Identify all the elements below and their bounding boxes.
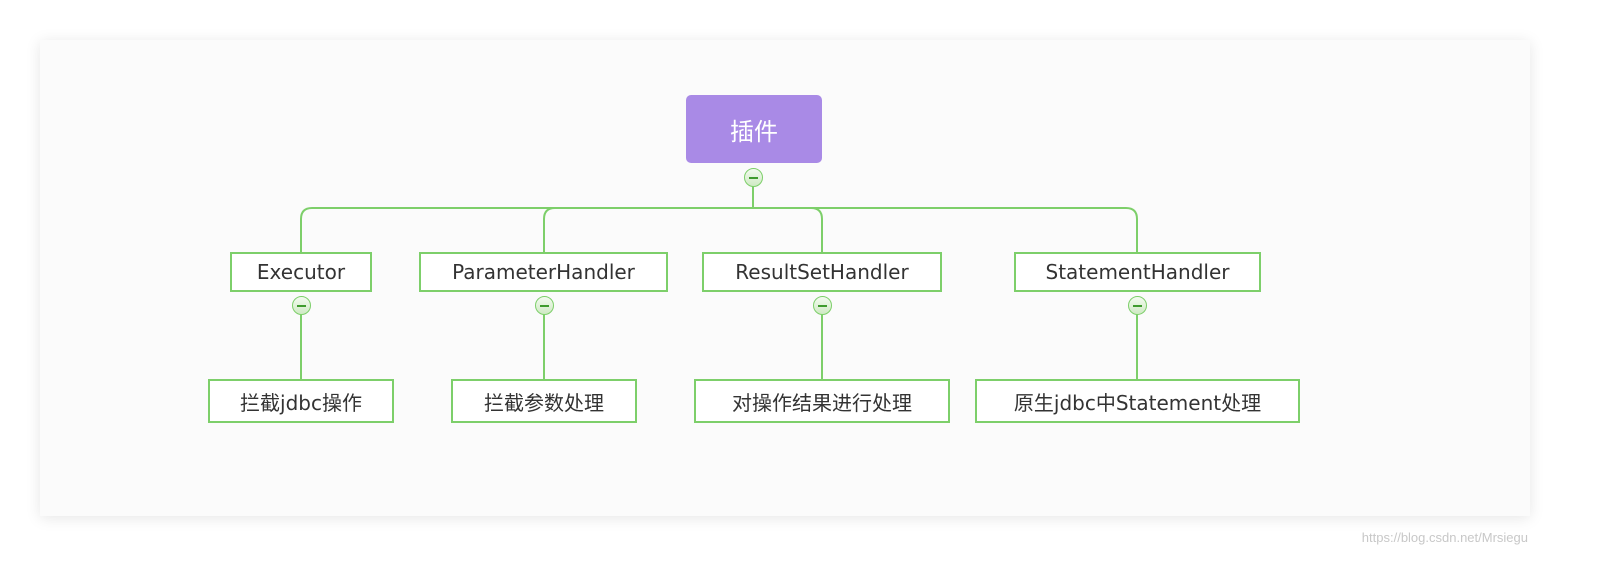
branch-line-resultsethandler [753, 207, 823, 252]
node-label: ParameterHandler [452, 260, 635, 284]
collapse-toggle-parameterhandler[interactable] [535, 296, 554, 315]
collapse-toggle-statementhandler[interactable] [1128, 296, 1147, 315]
node-label: StatementHandler [1045, 260, 1230, 284]
branch-line-parameterhandler [543, 207, 753, 252]
leaf-label: 原生jdbc中Statement处理 [1013, 390, 1262, 415]
collapse-toggle-resultsethandler[interactable] [813, 296, 832, 315]
leaf-label: 拦截参数处理 [484, 390, 604, 415]
root-node[interactable]: 插件 [686, 95, 822, 163]
leaf-executor[interactable]: 拦截jdbc操作 [208, 379, 394, 423]
node-statementhandler[interactable]: StatementHandler [1014, 252, 1261, 292]
node-label: ResultSetHandler [735, 260, 909, 284]
leaf-label: 拦截jdbc操作 [240, 390, 362, 415]
leaf-parameterhandler[interactable]: 拦截参数处理 [451, 379, 637, 423]
leaf-resultsethandler[interactable]: 对操作结果进行处理 [694, 379, 950, 423]
leaf-label: 对操作结果进行处理 [732, 390, 912, 415]
branch-line-executor [300, 207, 753, 252]
collapse-toggle-root[interactable] [744, 168, 763, 187]
node-parameterhandler[interactable]: ParameterHandler [419, 252, 668, 292]
root-label: 插件 [730, 117, 778, 146]
node-executor[interactable]: Executor [230, 252, 372, 292]
leaf-statementhandler[interactable]: 原生jdbc中Statement处理 [975, 379, 1300, 423]
collapse-toggle-executor[interactable] [292, 296, 311, 315]
node-resultsethandler[interactable]: ResultSetHandler [702, 252, 942, 292]
node-label: Executor [256, 260, 346, 284]
branch-line-statementhandler [753, 207, 1138, 252]
watermark: https://blog.csdn.net/Mrsiegu [1361, 530, 1528, 545]
